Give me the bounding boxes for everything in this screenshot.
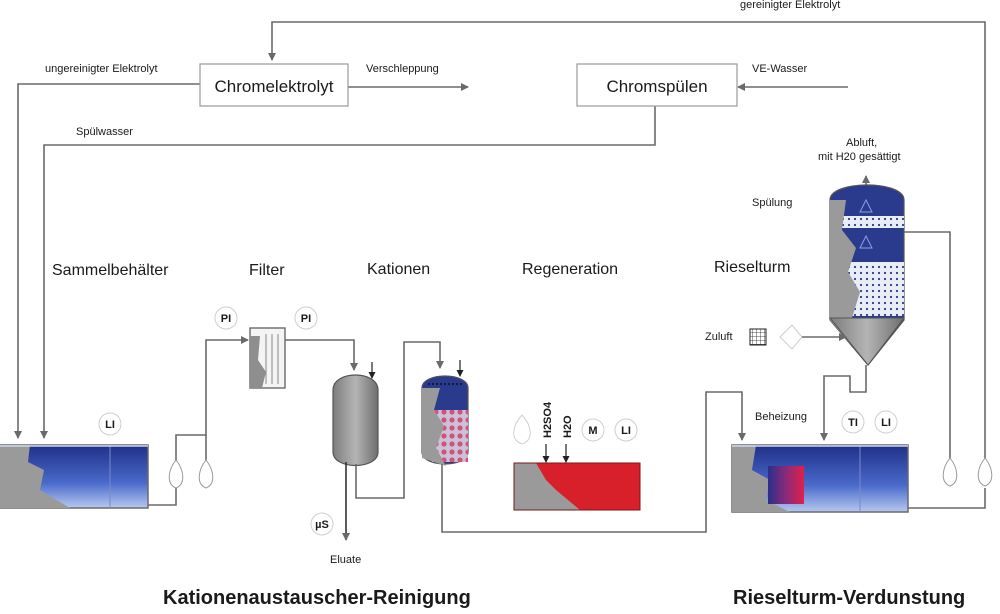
label-regeneration: Regeneration	[522, 261, 618, 278]
svg-text:PI: PI	[221, 313, 231, 325]
pump-icon	[977, 457, 993, 487]
instrument-li-verd: LI	[874, 410, 898, 434]
label-rieselturm: Rieselturm	[714, 259, 790, 276]
label-h2o: H2O	[562, 415, 574, 438]
title-right: Rieselturm-Verdunstung	[733, 587, 965, 609]
instrument-m: M	[581, 418, 605, 442]
verdunstung-tank	[731, 444, 909, 513]
title-left: Kationenaustauscher-Reinigung	[163, 587, 471, 609]
instrument-ti: TI	[841, 410, 865, 434]
chromelektrolyt-label: Chromelektrolyt	[214, 77, 333, 96]
svg-text:LI: LI	[105, 419, 115, 431]
svg-text:LI: LI	[881, 417, 891, 429]
dosing-icon	[513, 414, 531, 445]
fan-icon	[779, 324, 803, 350]
chromspuelen-label: Chromspülen	[606, 77, 707, 96]
label-zuluft: Zuluft	[705, 331, 733, 343]
label-abluft-1: Abluft,	[846, 137, 877, 149]
label-filter: Filter	[249, 262, 285, 279]
label-spuelwasser: Spülwasser	[76, 126, 133, 138]
label-ungereinigter: ungereinigter Elektrolyt	[45, 63, 158, 75]
label-eluate: Eluate	[330, 554, 361, 566]
filter-unit	[249, 327, 286, 389]
instrument-li-regen: LI	[614, 418, 638, 442]
label-h2so4: H2SO4	[542, 401, 554, 438]
svg-text:PI: PI	[301, 313, 311, 325]
svg-text:TI: TI	[848, 417, 858, 429]
label-gereinigter: gereinigter Elektrolyt	[740, 0, 840, 11]
instrument-us: µS	[310, 512, 334, 536]
label-verschleppung: Verschleppung	[366, 63, 439, 75]
svg-text:µS: µS	[315, 519, 329, 531]
chromspuelen-box: Chromspülen	[576, 63, 738, 107]
pump-icon	[168, 459, 184, 489]
label-kationen: Kationen	[367, 261, 430, 278]
rieselturm-tower	[828, 184, 906, 366]
label-sammelbehaelter: Sammelbehälter	[52, 262, 169, 279]
pump-icon	[198, 459, 214, 489]
air-filter-icon	[749, 328, 767, 346]
svg-text:LI: LI	[621, 425, 631, 437]
sammelbehaelter-tank	[0, 444, 149, 509]
label-ve-wasser: VE-Wasser	[752, 63, 808, 75]
instrument-pi-1: PI	[214, 306, 238, 330]
cation-column-gray	[332, 374, 379, 466]
label-abluft-2: mit H20 gesättigt	[818, 151, 901, 163]
regeneration-tank	[513, 462, 641, 511]
cation-column-resin	[421, 375, 469, 466]
instrument-pi-2: PI	[294, 306, 318, 330]
instrument-li-sammel: LI	[98, 412, 122, 436]
top-piping	[14, 21, 986, 470]
label-beheizung: Beheizung	[755, 411, 807, 423]
chromelektrolyt-box: Chromelektrolyt	[199, 63, 349, 107]
svg-text:M: M	[588, 425, 597, 437]
label-spuelung: Spülung	[752, 197, 792, 209]
pump-icon	[942, 457, 958, 487]
